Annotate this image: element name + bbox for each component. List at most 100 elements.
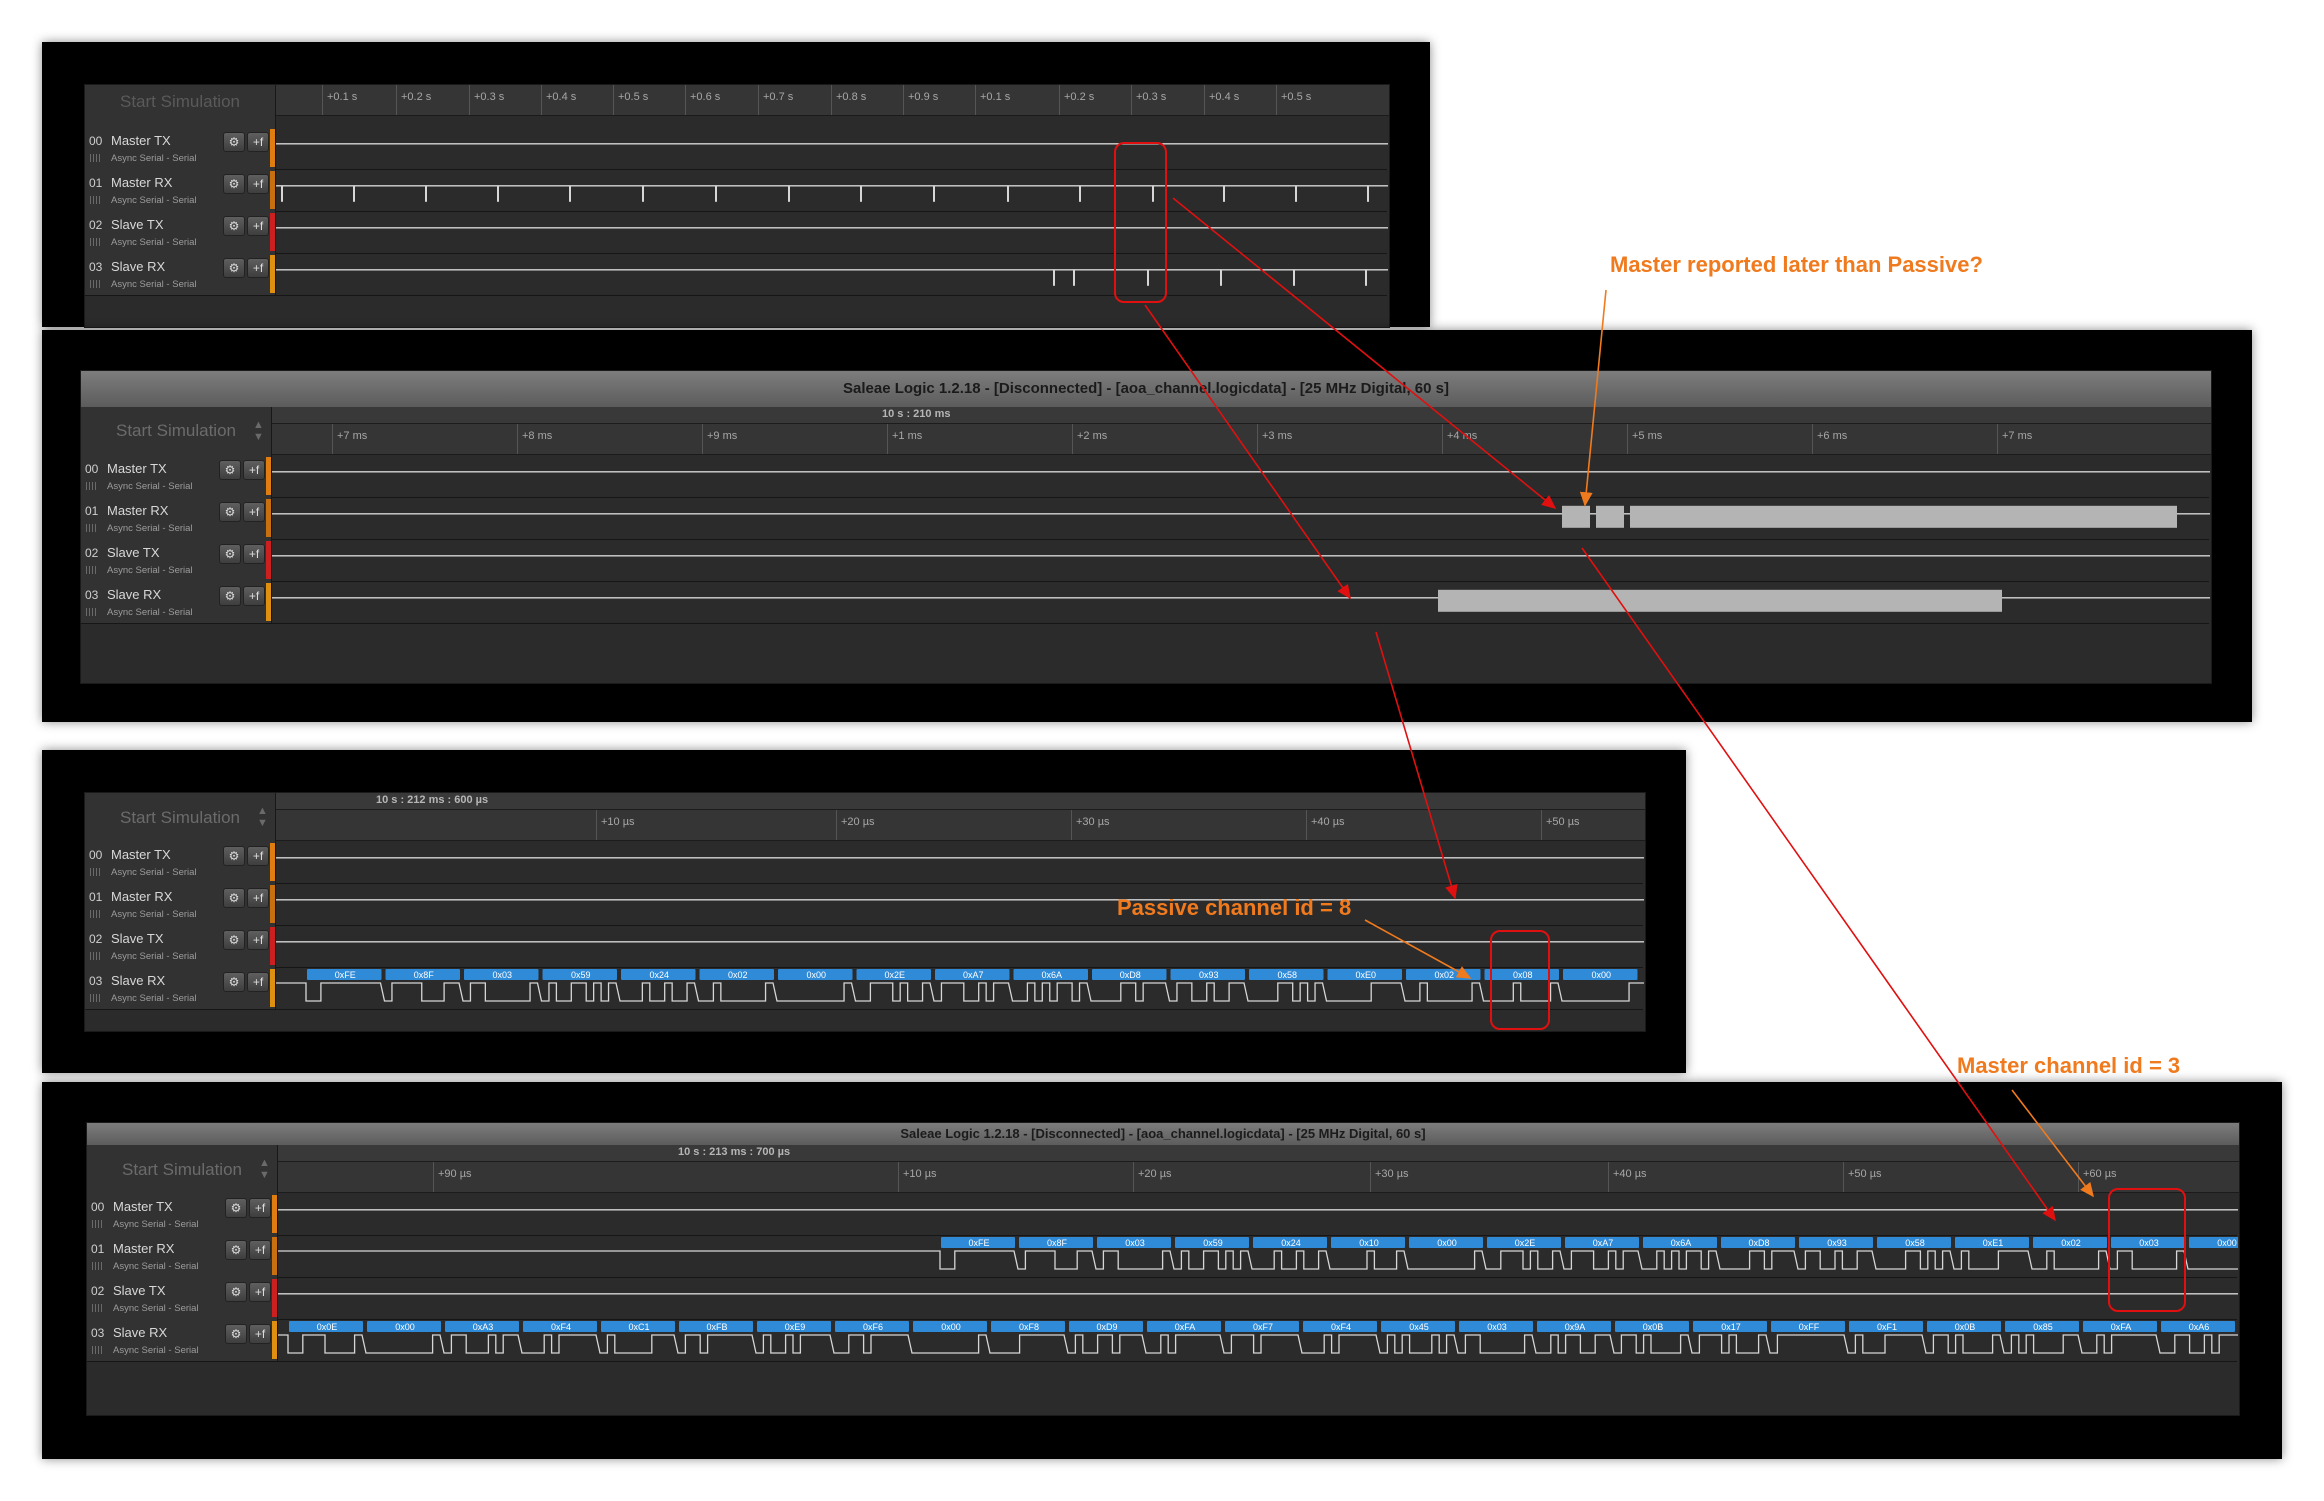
- decoded-byte-box: [621, 969, 696, 980]
- drag-grip-icon[interactable]: [90, 868, 101, 876]
- decoded-byte-box: [679, 1321, 753, 1332]
- gear-icon[interactable]: ⚙: [223, 258, 245, 278]
- channel-name[interactable]: Slave RX: [113, 1325, 168, 1340]
- channel-name[interactable]: Slave TX: [111, 217, 164, 232]
- channel-trace[interactable]: [276, 883, 1644, 925]
- spinner-icon[interactable]: ▲▼: [257, 805, 268, 829]
- channel-trace[interactable]: [272, 539, 2210, 581]
- start-simulation-button[interactable]: Start Simulation: [116, 421, 236, 440]
- channel-name[interactable]: Slave TX: [111, 931, 164, 946]
- channel-trace[interactable]: [276, 253, 1388, 295]
- add-analyzer-icon[interactable]: +f: [247, 888, 269, 908]
- gear-icon[interactable]: ⚙: [223, 930, 245, 950]
- channel-trace[interactable]: [278, 1277, 2238, 1319]
- gear-icon[interactable]: ⚙: [225, 1282, 247, 1302]
- channel-trace[interactable]: [278, 1193, 2238, 1235]
- add-analyzer-icon[interactable]: +f: [247, 174, 269, 194]
- drag-grip-icon[interactable]: [86, 482, 97, 490]
- time-tick-label: +0.1 s: [322, 85, 357, 115]
- drag-grip-icon[interactable]: [90, 238, 101, 246]
- channel-name[interactable]: Master TX: [111, 133, 171, 148]
- channel-name[interactable]: Slave TX: [113, 1283, 166, 1298]
- gear-icon[interactable]: ⚙: [223, 972, 245, 992]
- decoded-byte-label: 0xFA: [1175, 1322, 1196, 1332]
- add-analyzer-icon[interactable]: +f: [249, 1240, 271, 1260]
- channel-name[interactable]: Slave RX: [111, 259, 166, 274]
- gear-icon[interactable]: ⚙: [223, 888, 245, 908]
- add-analyzer-icon[interactable]: +f: [249, 1282, 271, 1302]
- start-simulation-button[interactable]: Start Simulation: [120, 808, 240, 827]
- decoded-byte-label: 0x24: [649, 970, 669, 980]
- add-analyzer-icon[interactable]: +f: [247, 132, 269, 152]
- time-tick-label: +0.3 s: [1131, 85, 1166, 115]
- channel-trace[interactable]: [272, 455, 2210, 497]
- add-analyzer-icon[interactable]: +f: [243, 460, 265, 480]
- add-analyzer-icon[interactable]: +f: [247, 258, 269, 278]
- add-analyzer-icon[interactable]: +f: [243, 586, 265, 606]
- annotation-master-later: Master reported later than Passive?: [1610, 252, 1983, 277]
- gear-icon[interactable]: ⚙: [219, 586, 241, 606]
- decoded-byte-box: [1092, 969, 1167, 980]
- channel-name[interactable]: Master TX: [113, 1199, 173, 1214]
- drag-grip-icon[interactable]: [92, 1220, 103, 1228]
- channel-name[interactable]: Master TX: [111, 847, 171, 862]
- channel-trace[interactable]: [272, 581, 2210, 623]
- channel-trace[interactable]: [276, 211, 1388, 253]
- add-analyzer-icon[interactable]: +f: [243, 544, 265, 564]
- channel-trace[interactable]: [272, 497, 2210, 539]
- start-simulation-button[interactable]: Start Simulation: [120, 92, 240, 111]
- add-analyzer-icon[interactable]: +f: [247, 846, 269, 866]
- add-analyzer-icon[interactable]: +f: [249, 1324, 271, 1344]
- channel-trace[interactable]: [276, 925, 1644, 967]
- drag-grip-icon[interactable]: [86, 608, 97, 616]
- channel-trace[interactable]: [276, 127, 1388, 169]
- gear-icon[interactable]: ⚙: [223, 132, 245, 152]
- channel-name[interactable]: Master RX: [107, 503, 169, 518]
- drag-grip-icon[interactable]: [86, 566, 97, 574]
- drag-grip-icon[interactable]: [92, 1346, 103, 1354]
- add-analyzer-icon[interactable]: +f: [247, 216, 269, 236]
- drag-grip-icon[interactable]: [92, 1304, 103, 1312]
- drag-grip-icon[interactable]: [86, 524, 97, 532]
- decoded-byte-label: 0x6A: [1671, 1238, 1692, 1248]
- drag-grip-icon[interactable]: [90, 154, 101, 162]
- channel-name[interactable]: Slave RX: [107, 587, 162, 602]
- channel-trace[interactable]: [276, 841, 1644, 883]
- add-analyzer-icon[interactable]: +f: [247, 972, 269, 992]
- channel-name[interactable]: Master RX: [111, 889, 173, 904]
- drag-grip-icon[interactable]: [90, 952, 101, 960]
- add-analyzer-icon[interactable]: +f: [243, 502, 265, 522]
- channel-name[interactable]: Master TX: [107, 461, 167, 476]
- gear-icon[interactable]: ⚙: [219, 502, 241, 522]
- drag-grip-icon[interactable]: [92, 1262, 103, 1270]
- gear-icon[interactable]: ⚙: [223, 846, 245, 866]
- start-simulation-button[interactable]: Start Simulation: [122, 1160, 242, 1179]
- gear-icon[interactable]: ⚙: [225, 1240, 247, 1260]
- channel-name[interactable]: Slave TX: [107, 545, 160, 560]
- add-analyzer-icon[interactable]: +f: [249, 1198, 271, 1218]
- add-analyzer-icon[interactable]: +f: [247, 930, 269, 950]
- drag-grip-icon[interactable]: [90, 196, 101, 204]
- gear-icon[interactable]: ⚙: [219, 544, 241, 564]
- gear-icon[interactable]: ⚙: [223, 174, 245, 194]
- channel-trace[interactable]: [276, 169, 1388, 211]
- channel-name[interactable]: Master RX: [113, 1241, 175, 1256]
- spinner-icon[interactable]: ▲▼: [253, 419, 264, 443]
- channel-name[interactable]: Slave RX: [111, 973, 166, 988]
- drag-grip-icon[interactable]: [90, 280, 101, 288]
- gear-icon[interactable]: ⚙: [225, 1324, 247, 1344]
- gear-icon[interactable]: ⚙: [219, 460, 241, 480]
- gear-icon[interactable]: ⚙: [223, 216, 245, 236]
- spinner-icon[interactable]: ▲▼: [259, 1157, 270, 1181]
- drag-grip-icon[interactable]: [90, 994, 101, 1002]
- time-tick-label: +10 µs: [898, 1162, 937, 1192]
- gear-icon[interactable]: ⚙: [225, 1198, 247, 1218]
- channel-name[interactable]: Master RX: [111, 175, 173, 190]
- drag-grip-icon[interactable]: [90, 910, 101, 918]
